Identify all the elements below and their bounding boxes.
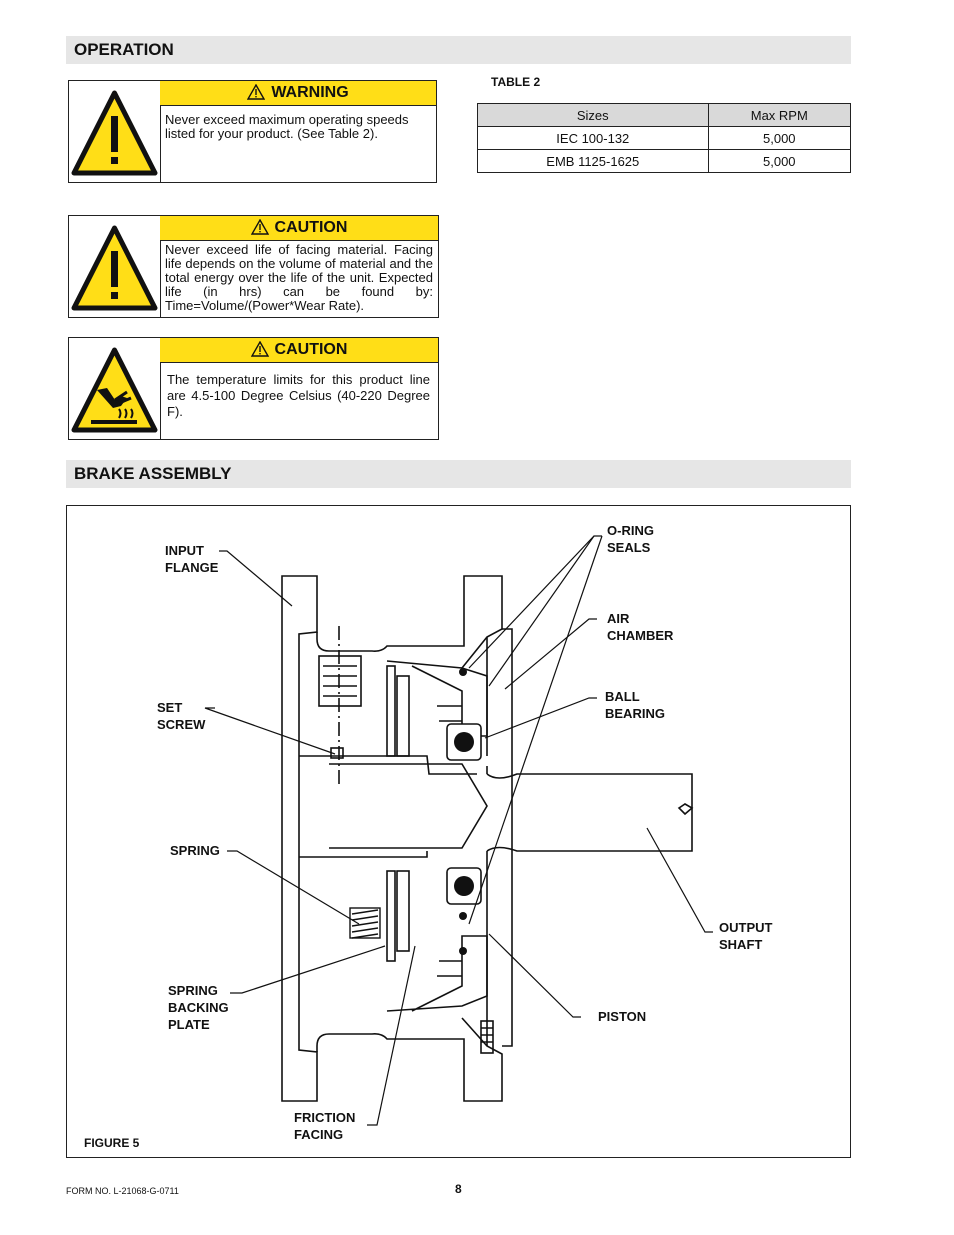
caution-heading-text: CAUTION: [274, 341, 348, 358]
caution-text: Never exceed life of facing material. Fa…: [165, 242, 433, 313]
label-spring-backing-line3: PLATE: [168, 1017, 210, 1032]
label-set-screw-line1: SET: [157, 700, 182, 715]
label-o-ring-line1: O-RING: [607, 523, 654, 538]
table-cell: EMB 1125-1625: [477, 149, 709, 173]
label-piston: PISTON: [598, 1009, 646, 1024]
brake-assembly-figure: INPUT FLANGE O-RING SEALS AIR CHAMBER BA…: [66, 505, 851, 1158]
warning-heading: WARNING: [160, 81, 436, 106]
table-row: IEC 100-132 5,000: [477, 126, 852, 150]
label-spring: SPRING: [170, 843, 220, 858]
warning-heading-text: WARNING: [271, 84, 349, 101]
brake-assembly-section-title: BRAKE ASSEMBLY: [66, 460, 851, 488]
table-cell: 5,000: [707, 149, 852, 173]
operation-section-title: OPERATION: [66, 36, 851, 64]
label-air-chamber-line1: AIR: [607, 611, 630, 626]
label-input-flange-line1: INPUT: [165, 543, 204, 558]
label-friction-facing-line2: FACING: [294, 1127, 343, 1142]
label-input-flange-line2: FLANGE: [165, 560, 219, 575]
table-row: EMB 1125-1625 5,000: [477, 149, 852, 173]
warning-symbol-icon: [69, 216, 161, 317]
label-set-screw-line2: SCREW: [157, 717, 206, 732]
label-ball-bearing-line2: BEARING: [605, 706, 665, 721]
max-rpm-table: Sizes Max RPM IEC 100-132 5,000 EMB 1125…: [477, 103, 852, 173]
label-spring-backing-line1: SPRING: [168, 983, 218, 998]
small-warning-icon: [250, 218, 269, 235]
label-o-ring-line2: SEALS: [607, 540, 651, 555]
label-friction-facing-line1: FRICTION: [294, 1110, 355, 1125]
caution-heading: CAUTION: [160, 216, 438, 241]
label-ball-bearing-line1: BALL: [605, 689, 640, 704]
label-output-shaft-line1: OUTPUT: [719, 920, 773, 935]
caution-notice-facing-life: CAUTION Never exceed life of facing mate…: [68, 215, 439, 318]
caution-heading-text: CAUTION: [274, 219, 348, 236]
caution-heading: CAUTION: [160, 338, 438, 363]
table-caption: TABLE 2: [491, 75, 541, 89]
caution-text: The temperature limits for this product …: [167, 372, 430, 419]
page-number: 8: [455, 1182, 462, 1196]
warning-text: Never exceed maximum operating speeds li…: [165, 112, 409, 141]
warning-symbol-icon: [69, 81, 161, 182]
label-output-shaft-line2: SHAFT: [719, 937, 762, 952]
label-spring-backing-line2: BACKING: [168, 1000, 229, 1015]
small-warning-icon: [250, 340, 269, 357]
table-header-max-rpm: Max RPM: [707, 103, 852, 127]
table-header-sizes: Sizes: [477, 103, 709, 127]
warning-notice: WARNING Never exceed maximum operating s…: [68, 80, 437, 183]
figure-caption: FIGURE 5: [84, 1136, 140, 1150]
table-cell: IEC 100-132: [477, 126, 709, 150]
hot-surface-icon: [69, 338, 161, 439]
form-number: FORM NO. L-21068-G-0711: [66, 1186, 179, 1196]
label-air-chamber-line2: CHAMBER: [607, 628, 674, 643]
table-cell: 5,000: [707, 126, 852, 150]
small-warning-icon: [247, 83, 266, 100]
caution-notice-temperature: CAUTION The temperature limits for this …: [68, 337, 439, 440]
brake-cross-section-diagram: INPUT FLANGE O-RING SEALS AIR CHAMBER BA…: [84, 523, 773, 1150]
